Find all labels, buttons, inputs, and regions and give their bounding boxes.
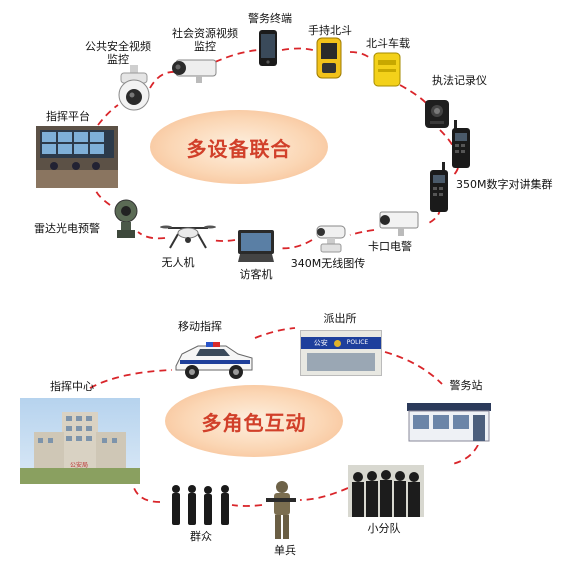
label-drone: 无人机 [161,256,195,269]
radio-icon-2 [430,162,448,212]
hub-multi-device: 多设备联合 [150,110,328,184]
hub-multi-role-label: 多角色互动 [201,410,307,435]
label-mobile-command: 移动指挥 [178,320,222,333]
dome-camera-icon [118,65,150,111]
link-squad-soldier [299,487,349,501]
hub-multi-device-label: 多设备联合 [186,136,292,161]
radio-icon [452,120,470,168]
station-sign-en: POLICE [346,339,369,346]
hub-multi-role: 多角色互动 [165,385,343,457]
link-drone-radar [137,231,166,240]
link-soldier-masses [231,504,263,507]
link-vehicle-recorder [399,84,429,106]
label-wireless-video: 340M无线图传 [290,257,366,270]
label-command-center: 指挥中心 [50,380,94,393]
link-mobile-station [254,327,296,339]
drone-icon [160,225,216,249]
link-radar-command [94,187,111,206]
link-radio-digital [449,167,459,177]
police-emblem-icon [333,339,341,347]
squad-image [348,465,424,517]
link-handheld-vehicle [349,51,371,59]
link-cam-social-terminal [214,49,259,63]
command-platform-image [36,126,118,188]
visitor-terminal-icon [238,230,274,262]
label-police-terminal: 警务终端 [248,12,292,25]
label-squad: 小分队 [367,522,401,535]
link-masses-center [133,487,161,503]
link-station-post [384,351,443,385]
phone-terminal-icon [259,30,277,66]
label-radar-warning: 雷达光电预警 [34,222,100,235]
link-recorder-radio [439,129,455,149]
label-police-post: 警务站 [449,379,483,392]
label-cam-public: 公共安全视频 监控 [85,40,151,66]
link-terminal-handheld [281,47,314,51]
label-command-platform: 指挥平台 [46,110,90,123]
label-masses: 群众 [190,530,212,543]
label-police-station: 派出所 [323,312,357,325]
command-center-image: 公安局 [20,398,140,484]
checkpoint-camera-icon [379,211,419,236]
label-digital-radio: 350M数字对讲集群 [456,178,553,191]
center-sign: 公安局 [70,462,89,469]
vehicle-beidou-icon [373,52,401,87]
label-cam-social: 社会资源视频 监控 [172,27,238,53]
body-recorder-icon [425,100,449,128]
crowd-icon [172,485,229,525]
link-cam-public-cam-social [149,70,179,89]
soldier-icon [266,481,296,539]
police-post-image [403,397,495,445]
link-post-squad [451,444,479,465]
link-center-mobile [89,369,173,389]
link-wireless-visitor [277,239,313,250]
label-vehicle-beidou: 北斗车载 [366,37,410,50]
label-law-recorder: 执法记录仪 [432,74,487,87]
label-checkpoint: 卡口电警 [368,240,412,253]
label-soldier: 单兵 [274,544,296,557]
police-car-icon [175,342,253,379]
bullet-camera-icon [172,59,217,83]
handheld-beidou-icon [316,37,342,79]
radar-camera-icon [114,199,138,238]
station-sign: 公安 [313,339,328,347]
link-checkpoint-wireless [349,229,375,236]
label-handheld-beidou: 手持北斗 [308,24,352,37]
link-visitor-drone [211,239,236,242]
link-command-cam-public [97,104,119,126]
ptz-camera-icon [316,225,346,253]
label-visitor-pc: 访客机 [239,268,273,281]
police-station-image: 公安 POLICE [300,330,382,376]
